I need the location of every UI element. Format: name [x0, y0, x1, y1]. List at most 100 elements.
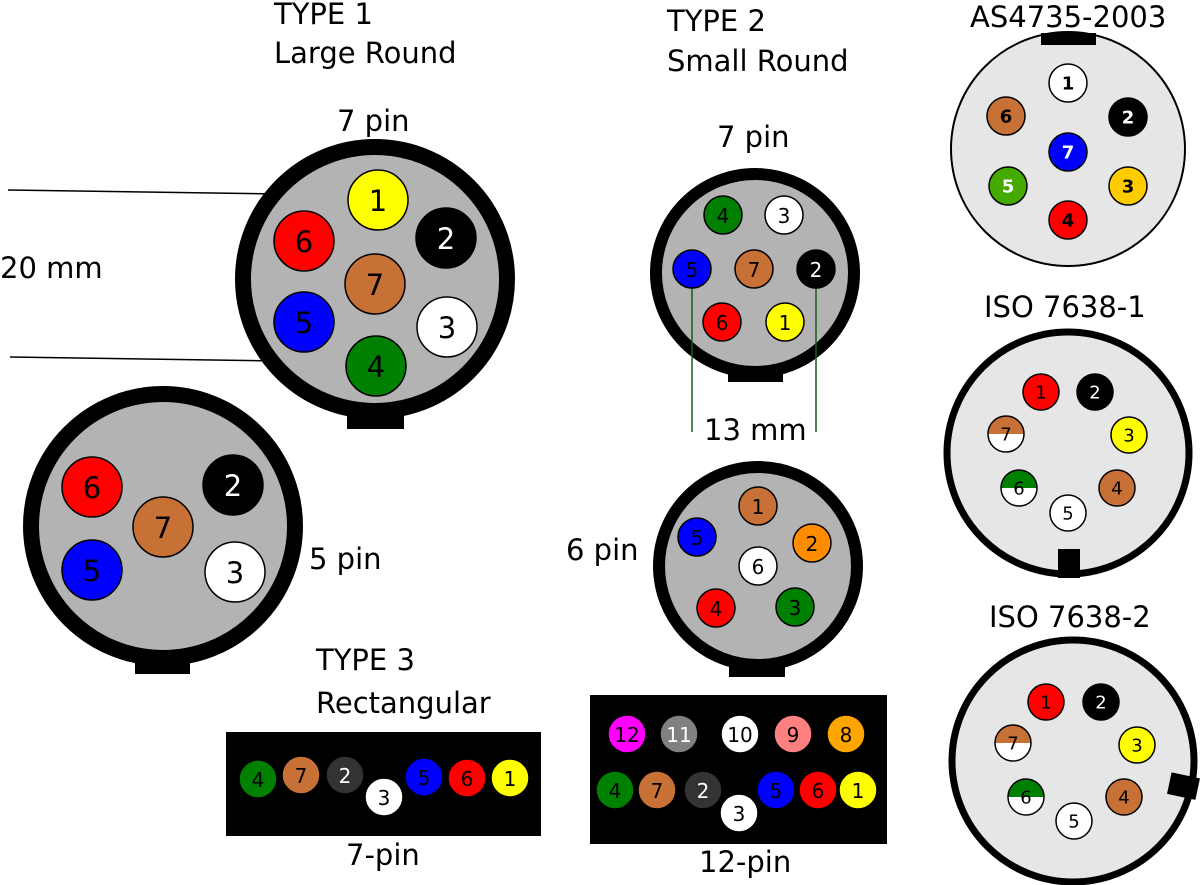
sr7-pin-1: 1 — [765, 302, 805, 342]
rect12-pin-6: 6 — [798, 770, 838, 810]
sr6-pin-5-label: 5 — [691, 526, 704, 550]
sr7-pin-6: 6 — [702, 302, 742, 342]
as-pin-6-label: 6 — [1000, 107, 1013, 128]
lr7-pin-3-circle — [416, 296, 478, 358]
iso2-pin-6-ring — [1007, 778, 1045, 816]
sr7-pin-6-circle — [702, 302, 742, 342]
large-round-7pin-caption: 7 pin — [337, 104, 410, 138]
rect12-pin-1: 1 — [838, 770, 878, 810]
iso2-pin-3-circle — [1118, 726, 1156, 764]
small-dimension-label: 13 mm — [704, 413, 807, 447]
as-pin-1: 1 — [1048, 63, 1088, 103]
rect12-pin-3-label: 3 — [733, 802, 746, 826]
as-pin-4: 4 — [1048, 200, 1088, 240]
rect12-pin-4-label: 4 — [609, 779, 622, 803]
rect7-pin-7-label: 7 — [295, 764, 308, 788]
sr7-pin-1-label: 1 — [779, 311, 792, 335]
rect12-pin-1-circle — [838, 770, 878, 810]
rect12-pin-10-circle — [720, 714, 760, 754]
iso1-pin-3-label: 3 — [1123, 426, 1134, 447]
iso1-pin-6-ring — [1000, 469, 1038, 507]
rect12-pin-8-circle — [826, 714, 866, 754]
sr7-pin-4: 4 — [703, 195, 743, 235]
large-dimension-label: 20 mm — [0, 251, 103, 285]
rect12-pin-6-circle — [798, 770, 838, 810]
sr7-pin-3-label: 3 — [778, 204, 791, 228]
sr7-pin-3-circle — [764, 195, 804, 235]
lr5-pin-3: 3 — [204, 541, 266, 603]
rect12-pin-11: 11 — [659, 714, 699, 754]
as-pin-7: 7 — [1048, 132, 1088, 172]
lr7-pin-1-circle — [347, 169, 409, 231]
rect12-pin-4: 4 — [595, 770, 635, 810]
sr7-pin-5-circle — [672, 249, 712, 289]
lr5-pin-7-label: 7 — [154, 511, 172, 545]
rect7-pin-6-circle — [447, 758, 487, 798]
sr6-pin-1: 1 — [738, 486, 778, 526]
rect-12pin-caption: 12-pin — [699, 845, 791, 879]
sr6-pin-3-label: 3 — [789, 596, 802, 620]
rect12-pin-6-label: 6 — [812, 779, 825, 803]
type1-subtitle: Large Round — [274, 36, 457, 70]
as-pin-4-label: 4 — [1062, 211, 1075, 232]
iso2-pin-3: 3 — [1118, 726, 1156, 764]
sr6-pin-4: 4 — [696, 588, 736, 628]
lr5-pin-2-circle — [202, 454, 264, 516]
lr7-pin-2: 2 — [415, 207, 477, 269]
rect12-pin-3-circle — [719, 793, 759, 833]
iso1-pin-1: 1 — [1022, 373, 1060, 411]
small-dimension-lines — [691, 280, 817, 432]
rect-7pin-caption: 7-pin — [346, 838, 420, 872]
lr7-pin-5: 5 — [273, 291, 335, 353]
iso2-pin-7-top — [995, 725, 1031, 743]
iso2-pin-1-label: 1 — [1040, 693, 1051, 714]
iso7638-1-title: ISO 7638-1 — [984, 290, 1146, 324]
lr7-pin-2-label: 2 — [437, 222, 455, 256]
lr5-pin-6-label: 6 — [83, 471, 101, 505]
as-pin-5-circle — [988, 166, 1028, 206]
iso2-pin-2: 2 — [1082, 683, 1120, 721]
lr7-pin-1: 1 — [347, 169, 409, 231]
rect12-pin-2-circle — [683, 770, 723, 810]
lr7-pin-7-label: 7 — [366, 268, 384, 302]
as-pin-5-label: 5 — [1002, 177, 1015, 198]
sr7-pin-2-circle — [796, 249, 836, 289]
iso2-pin-5: 5 — [1055, 802, 1093, 840]
sr7-pin-7-label: 7 — [748, 258, 761, 282]
iso2-pin-4: 4 — [1105, 778, 1143, 816]
large-round-5pin-caption: 5 pin — [309, 542, 382, 576]
type2-subtitle: Small Round — [667, 44, 849, 78]
lr7-pin-4: 4 — [345, 335, 407, 397]
iso1-pin-3-circle — [1110, 416, 1148, 454]
lr5-pin-6-circle — [61, 456, 123, 518]
lr5-pin-2-label: 2 — [224, 469, 242, 503]
lr5-pin-7-circle — [132, 496, 194, 558]
rect12-pin-1-label: 1 — [852, 779, 865, 803]
rect12-pin-7: 7 — [637, 770, 677, 810]
rect12-pin-9-circle — [773, 714, 813, 754]
lr7-pin-3: 3 — [416, 296, 478, 358]
type3-title: TYPE 3 — [315, 643, 415, 677]
iso2-pin-1: 1 — [1027, 683, 1065, 721]
iso1-pin-2-circle — [1076, 373, 1114, 411]
lr7-pin-6: 6 — [273, 210, 335, 272]
sr6-pin-2-circle — [792, 523, 832, 563]
iso1-pin-5-label: 5 — [1062, 504, 1073, 525]
rect7-pin-4-circle — [238, 759, 278, 799]
sr7-pin-2: 2 — [796, 249, 836, 289]
rect12-pin-11-circle — [659, 714, 699, 754]
iso2-pin-7: 7 — [994, 724, 1032, 762]
rect7-pin-4: 4 — [238, 759, 278, 799]
rect7-pin-2-circle — [325, 755, 365, 795]
as-pin-7-circle — [1048, 132, 1088, 172]
lr7-pin-4-label: 4 — [367, 350, 385, 384]
iso2-pin-3-label: 3 — [1131, 736, 1142, 757]
small-round-7pin-caption: 7 pin — [717, 120, 790, 154]
sr6-pin-2: 2 — [792, 523, 832, 563]
iso2-pin-2-label: 2 — [1095, 693, 1106, 714]
iso2-pin-7-label: 7 — [1007, 734, 1018, 755]
as-pin-2-circle — [1108, 97, 1148, 137]
sr7-pin-2-label: 2 — [810, 258, 823, 282]
rect7-pin-7-circle — [281, 755, 321, 795]
iso1-pin-7-label: 7 — [1000, 425, 1011, 446]
